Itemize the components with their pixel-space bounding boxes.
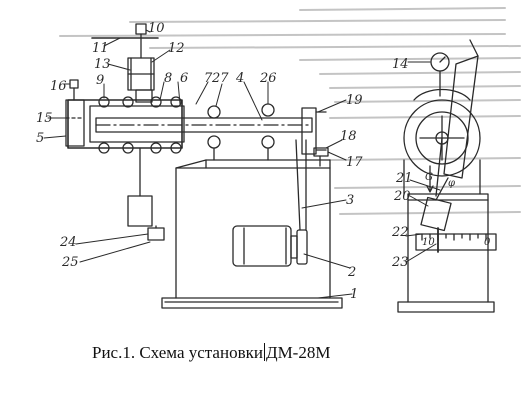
side-drum <box>403 88 481 195</box>
label-11: 11 <box>92 41 109 56</box>
label-27: 27 <box>211 71 229 86</box>
label-24: 24 <box>59 235 77 250</box>
label-4: 4 <box>235 71 244 86</box>
label-15: 15 <box>36 111 53 126</box>
label-20: 20 <box>393 189 411 204</box>
label-22: 22 <box>391 225 409 240</box>
label-7: 7 <box>204 71 213 86</box>
label-16: 16 <box>50 79 67 94</box>
caption-text-start: Рис.1. Схема установки <box>92 343 263 362</box>
housing <box>175 159 331 299</box>
main-shaft <box>95 117 313 133</box>
label-5: 5 <box>36 131 44 146</box>
dial-scale <box>415 227 497 253</box>
scale-label-right: 0 <box>484 237 491 248</box>
friction-chamber <box>67 89 185 154</box>
label-17: 17 <box>346 155 363 170</box>
lever-arm <box>443 39 479 179</box>
label-12: 12 <box>168 41 185 56</box>
label-9: 9 <box>96 73 104 88</box>
text-cursor <box>263 343 265 361</box>
base-plate <box>161 297 343 309</box>
label-21: 21 <box>395 171 413 186</box>
weight-hanger <box>127 147 165 241</box>
label-13: 13 <box>94 57 111 72</box>
label-1: 1 <box>350 287 358 302</box>
motor <box>232 225 308 267</box>
label-6: 6 <box>180 71 188 86</box>
pendulum <box>420 137 452 232</box>
label-19: 19 <box>346 93 363 108</box>
label-26: 26 <box>259 71 277 86</box>
mark-g: G <box>425 172 433 183</box>
label-18: 18 <box>340 129 357 144</box>
bleed-through-text <box>59 7 521 215</box>
label-3: 3 <box>346 193 354 208</box>
label-14: 14 <box>392 57 409 72</box>
label-2: 2 <box>347 265 356 280</box>
side-pedestal <box>397 193 495 313</box>
mark-phi: φ <box>448 178 455 189</box>
leader-lines <box>43 29 441 299</box>
scale-label-left: 10 <box>422 237 435 248</box>
label-10: 10 <box>148 21 165 36</box>
bearing-26 <box>261 103 275 161</box>
bearing-27 <box>207 105 221 161</box>
label-25: 25 <box>61 255 79 270</box>
label-8: 8 <box>164 71 172 86</box>
pressure-gauge <box>430 52 450 97</box>
drive-belt <box>295 139 307 231</box>
caption-text-end: ДМ-28М <box>265 343 331 362</box>
loading-rod <box>91 23 159 91</box>
label-23: 23 <box>391 255 409 270</box>
